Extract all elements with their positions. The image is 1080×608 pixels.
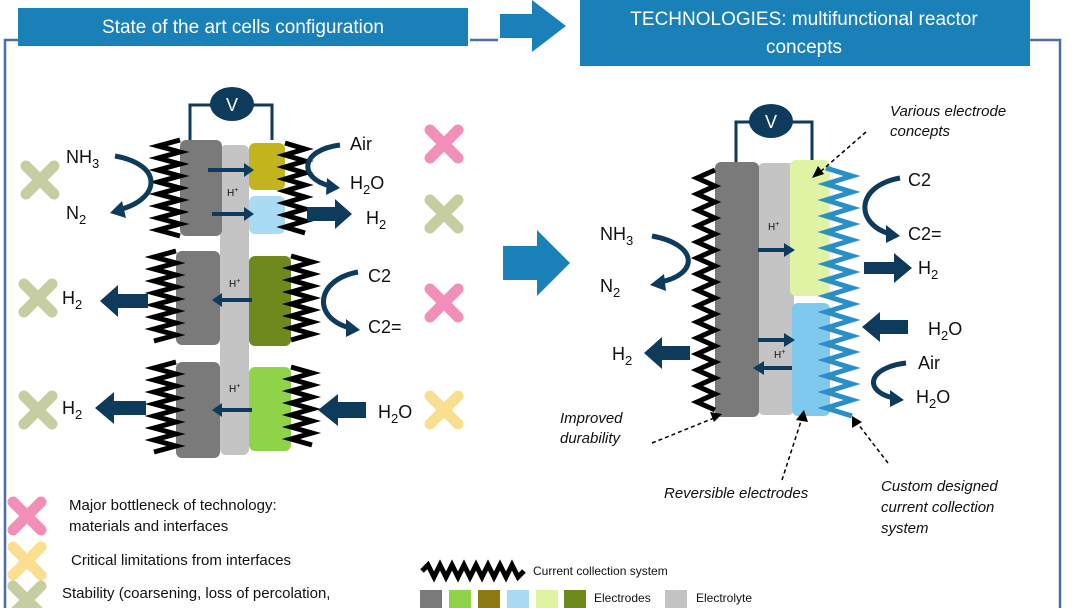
left-c2eq-label: C2= [368, 317, 402, 337]
legend-swatch-electrolyte [665, 590, 687, 608]
right-h2-right-label: H2 [918, 258, 938, 282]
right-proton-bottom: H+ [774, 349, 785, 361]
right-voltmeter [749, 104, 793, 138]
left-cell2-proton: H+ [229, 278, 240, 290]
left-cell3-proton: H+ [229, 383, 240, 395]
left-c2-label: C2 [368, 266, 391, 286]
legend-electrolyte: Electrolyte [696, 591, 752, 605]
left-cell1-electrode-gray [180, 140, 222, 236]
legend-swatch-gray [420, 590, 442, 608]
left-cell2-h2-label: H2 [62, 288, 82, 312]
legend-swatch-olive [478, 590, 500, 608]
right-collector-right [817, 165, 861, 419]
left-cell3-collector-left [144, 359, 186, 455]
left-cell3-flows: H2 H2O [62, 392, 412, 426]
legend-swatch-darkgreen [564, 590, 586, 608]
cross-green-icon [430, 200, 458, 228]
ann-durability-line1: Improved [560, 410, 623, 427]
legend-item1-line2: materials and interfaces [69, 518, 228, 535]
legend-swatch-green [449, 590, 471, 608]
left-cell3-collector-right [281, 364, 322, 448]
right-c2-label: C2 [908, 170, 931, 190]
left-cell2-electrode-darkgreen [249, 256, 291, 346]
right-cell: V H+ H+ [690, 104, 861, 419]
right-flows: NH3 N2 H2 C2 C2= H2 H2O Air H2O [600, 170, 962, 411]
right-h2o-in-label: H2O [928, 319, 962, 343]
legend-item1-line1: Major bottleneck of technology: [69, 497, 277, 514]
right-electrode-gray [715, 162, 759, 417]
left-n2-label: N2 [66, 203, 86, 227]
left-cell3-h2-label: H2 [62, 398, 82, 422]
header-right: TECHNOLOGIES: multifunctional reactor co… [580, 0, 1030, 66]
header-right-line1: TECHNOLOGIES: multifunctional reactor [630, 9, 978, 30]
right-nh3-label: NH3 [600, 224, 633, 248]
left-cell1-electrode-olive [249, 143, 285, 190]
right-annotations: Various electrode concepts Improved dura… [560, 103, 1006, 537]
legend-left: Major bottleneck of technology: material… [8, 487, 360, 608]
legend-electrodes: Electrodes [594, 591, 651, 605]
cross-pink-icon [430, 130, 458, 158]
transition-arrow [503, 230, 570, 296]
cross-green-icon [26, 166, 54, 194]
right-electrode-lightgreen [790, 160, 830, 296]
right-voltmeter-label: V [765, 112, 777, 132]
left-h2o-out-label: H2O [350, 173, 384, 197]
right-n2-label: N2 [600, 276, 620, 300]
left-cell2-electrode-gray [176, 251, 220, 345]
ann-various-line1: Various electrode [890, 103, 1006, 120]
cross-green-icon [24, 396, 52, 424]
legend-current-collection: Current collection system [533, 564, 668, 578]
right-collector-left [690, 167, 722, 413]
header-arrow [500, 0, 566, 52]
right-c2eq-label: C2= [908, 224, 942, 244]
legend-swatch-lightblue [507, 590, 529, 608]
cross-pink-icon [430, 289, 458, 317]
header-left-text: State of the art cells configuration [102, 17, 384, 38]
ann-custom-line3: system [881, 520, 929, 537]
left-voltmeter-label: V [226, 95, 238, 115]
legend-item3: Stability (coarsening, loss of percolati… [62, 585, 330, 602]
left-nh3-label: NH3 [66, 147, 99, 171]
right-air-label: Air [918, 353, 940, 373]
ann-reversible: Reversible electrodes [664, 485, 809, 502]
left-cell-stack: V H+ H+ H+ [144, 87, 322, 458]
header-right-line2: concepts [766, 37, 842, 58]
legend-right: Current collection system Electrodes Ele… [411, 552, 773, 608]
left-cell3-electrode-green [249, 367, 291, 451]
ann-custom-line1: Custom designed [881, 478, 998, 495]
left-cell1-proton: H+ [227, 187, 238, 199]
header-left: State of the art cells configuration [18, 8, 468, 46]
left-cell3-electrode-gray [176, 362, 220, 458]
outer-frame [3, 38, 1062, 608]
cross-yellow-icon [430, 396, 458, 424]
right-electrolyte [758, 163, 794, 415]
left-cell1-collector-right [276, 140, 314, 236]
left-cell2-collector-right [281, 253, 322, 343]
left-circuit-wire [188, 103, 274, 140]
right-h2o-out-label: H2O [916, 387, 950, 411]
right-h2-left-label: H2 [612, 344, 632, 368]
legend-item2: Critical limitations from interfaces [71, 552, 291, 569]
left-cell2-flows: H2 C2 C2= [62, 266, 402, 337]
ann-various-line2: concepts [890, 123, 951, 140]
cross-green-icon [24, 284, 52, 312]
left-cell1-electrode-lightblue [249, 196, 285, 234]
left-cell1-collector-left [148, 137, 190, 239]
legend-swatch-lightgreen [536, 590, 558, 608]
ann-custom-line2: current collection [881, 499, 994, 516]
left-h2-out-label: H2 [366, 208, 386, 232]
legend-zigzag-icon [420, 559, 526, 583]
right-electrode-blue [792, 303, 830, 416]
right-proton-top: H+ [768, 221, 779, 233]
left-cell1-flows: NH3 N2 Air H2O H2 [66, 134, 386, 232]
left-voltmeter [210, 87, 254, 121]
left-cell3-h2o-label: H2O [378, 402, 412, 426]
right-circuit-wire [734, 120, 814, 162]
left-cell2-collector-left [144, 248, 186, 344]
left-air-label: Air [350, 134, 372, 154]
ann-durability-line2: durability [560, 430, 622, 447]
